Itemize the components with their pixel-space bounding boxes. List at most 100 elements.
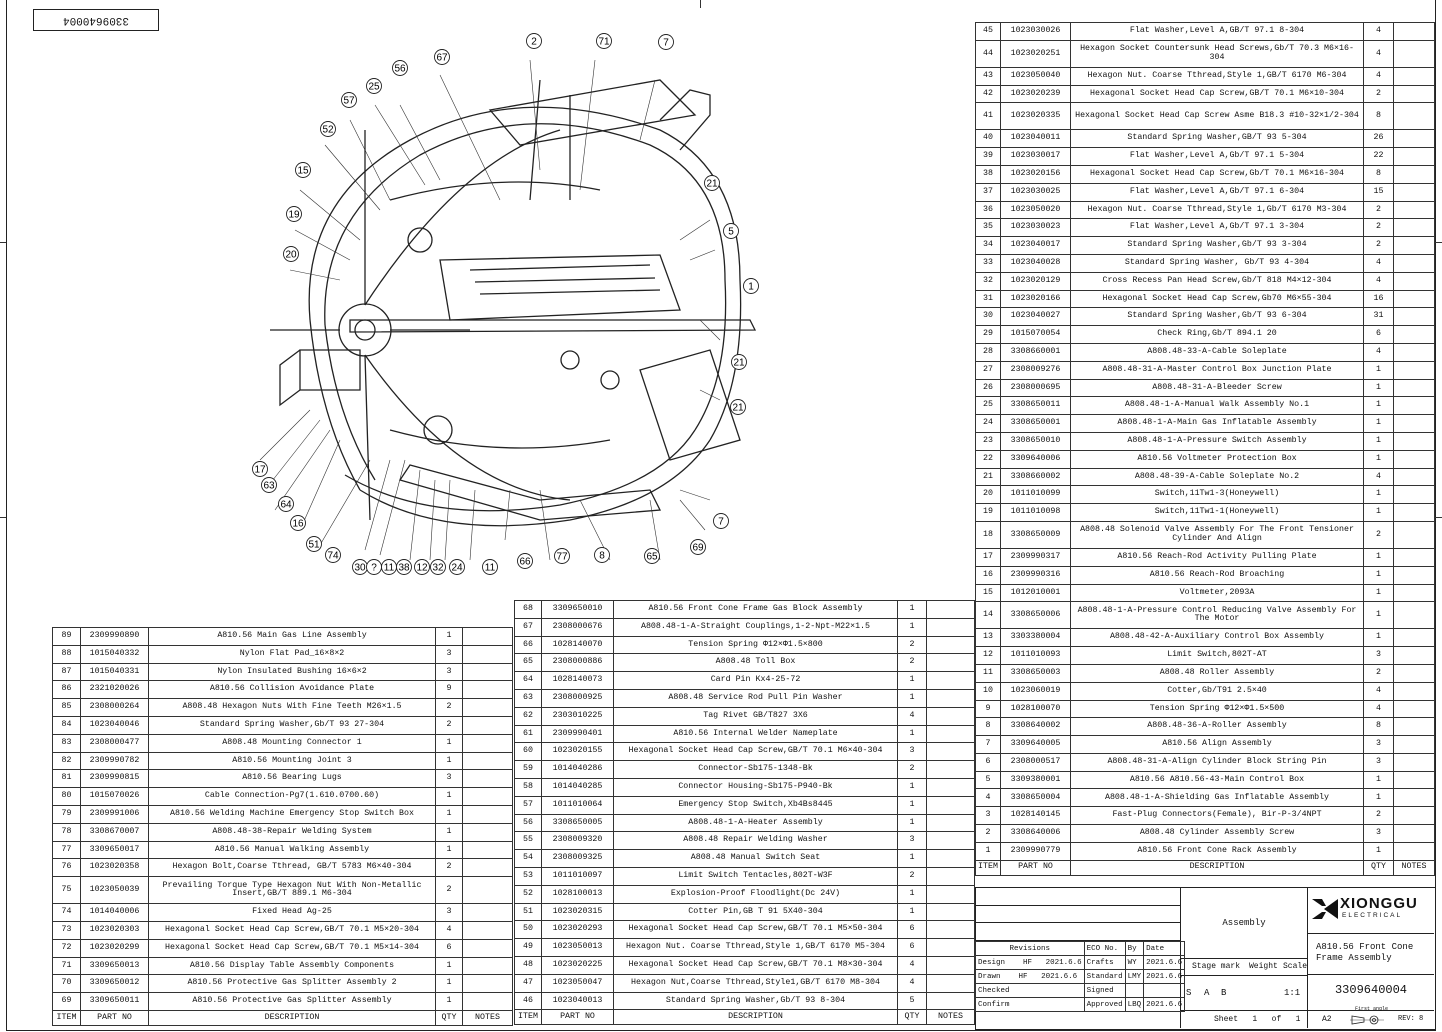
bom-item-number: 16 bbox=[975, 565, 1001, 585]
bom-description: Standard Spring Washer,Gb/T 93 6-304 bbox=[1070, 307, 1364, 327]
bom-item-number: 46 bbox=[514, 991, 542, 1011]
bom-part-number: 3309650012 bbox=[80, 974, 149, 994]
header-part-no: PART NO bbox=[541, 1009, 614, 1026]
bom-item-number: 56 bbox=[514, 813, 542, 833]
bom-item-number: 73 bbox=[52, 920, 81, 940]
bom-notes bbox=[1393, 396, 1435, 416]
sheet-of: of bbox=[1271, 1015, 1282, 1024]
bom-description: Flat Washer,Level A,GB/T 97.1 8-304 bbox=[1070, 22, 1364, 41]
title-block-divider bbox=[1307, 974, 1434, 975]
frame-tick bbox=[1434, 242, 1442, 243]
bom-quantity: 4 bbox=[1363, 253, 1394, 273]
checked-label: Checked bbox=[975, 983, 1085, 998]
bom-description: Standard Spring Washer, Gb/T 93 4-304 bbox=[1070, 253, 1364, 273]
bom-part-number: 1023050040 bbox=[1000, 66, 1071, 86]
crafts-date: 2021.6.6 bbox=[1143, 955, 1186, 970]
bom-notes bbox=[1393, 39, 1435, 68]
bom-item-number: 83 bbox=[52, 733, 81, 753]
bom-part-number: 1023020129 bbox=[1000, 271, 1071, 291]
bom-notes bbox=[1393, 806, 1435, 826]
bom-item-number: 36 bbox=[975, 200, 1001, 220]
approved-by: LBQ bbox=[1124, 997, 1145, 1012]
bom-item-number: 19 bbox=[975, 503, 1001, 522]
header-notes: NOTES bbox=[1393, 859, 1435, 876]
bom-quantity: 1 bbox=[1363, 601, 1394, 630]
bom-notes bbox=[1393, 628, 1435, 648]
bom-quantity: 5 bbox=[897, 991, 927, 1011]
bom-quantity: 2 bbox=[435, 858, 463, 878]
bom-header-row: ITEM PART NO DESCRIPTION QTY NOTES bbox=[514, 1009, 975, 1026]
bom-part-number: 1011010064 bbox=[541, 795, 614, 815]
bom-part-number: 3308660001 bbox=[1000, 342, 1071, 362]
header-qty: QTY bbox=[897, 1009, 927, 1026]
bom-description: A808.48-31-A-Master Control Box Junction… bbox=[1070, 360, 1364, 380]
callout-number: 63 bbox=[263, 481, 275, 492]
bom-notes bbox=[1393, 253, 1435, 273]
bom-item-number: 59 bbox=[514, 760, 542, 779]
bom-notes bbox=[926, 760, 975, 779]
bom-notes bbox=[1393, 307, 1435, 327]
bom-item-number: 52 bbox=[514, 884, 542, 904]
bom-quantity: 1 bbox=[435, 804, 463, 824]
callout-number: 19 bbox=[288, 210, 300, 221]
bom-part-number: 1014040286 bbox=[541, 760, 614, 779]
callout-balloon: 2 bbox=[526, 33, 542, 49]
bom-notes bbox=[462, 715, 513, 735]
bom-part-number: 1028140145 bbox=[1000, 806, 1071, 826]
bom-notes bbox=[1393, 414, 1435, 433]
bom-item-number: 40 bbox=[975, 129, 1001, 149]
title-block-divider bbox=[975, 905, 1181, 906]
bom-quantity: 1 bbox=[897, 902, 927, 922]
bom-part-number: 1028140070 bbox=[541, 635, 614, 655]
bom-description: Cable Connection-Pg7(1.610.0700.60) bbox=[148, 787, 436, 806]
bom-description: Hexagonal Socket Head Cap Screw,GB/T 70.… bbox=[148, 938, 436, 958]
bom-quantity: 2 bbox=[435, 876, 463, 905]
logo-wordmark: XIONGGU bbox=[1340, 895, 1418, 912]
bom-description: A810.56 Reach-Rod Broaching bbox=[1070, 565, 1364, 585]
bom-part-number: 1023020239 bbox=[1000, 84, 1071, 104]
bom-notes bbox=[1393, 218, 1435, 238]
bom-notes bbox=[1393, 342, 1435, 362]
bom-part-number: 1012010001 bbox=[1000, 583, 1071, 603]
callout-number: 8 bbox=[599, 551, 605, 562]
bom-item-number: 49 bbox=[514, 938, 542, 957]
bom-part-number: 1023040028 bbox=[1000, 253, 1071, 273]
design-date: 2021.6.6 bbox=[1045, 958, 1082, 967]
bom-description: A808.48-1-A-Pressure Switch Assembly bbox=[1070, 431, 1364, 451]
bom-notes bbox=[462, 822, 513, 842]
bom-part-number: 3308650003 bbox=[1000, 663, 1071, 683]
bom-quantity: 3 bbox=[1363, 752, 1394, 772]
bom-quantity: 1 bbox=[435, 751, 463, 771]
callout-balloon: 21 bbox=[730, 399, 746, 415]
bom-notes bbox=[462, 751, 513, 771]
bom-quantity: 3 bbox=[435, 644, 463, 664]
bom-quantity: 4 bbox=[1363, 699, 1394, 719]
callout-balloon: 21 bbox=[731, 354, 747, 370]
bom-description: Hexagonal Socket Head Cap Screw,GB/T 70.… bbox=[613, 955, 898, 975]
bom-quantity: 6 bbox=[897, 920, 927, 940]
bom-notes bbox=[1393, 129, 1435, 149]
bom-quantity: 1 bbox=[1363, 431, 1394, 451]
callout-number: 65 bbox=[646, 552, 658, 563]
bom-notes bbox=[462, 956, 513, 976]
callout-number: 12 bbox=[416, 563, 428, 574]
stage-a: A bbox=[1204, 988, 1210, 998]
bom-item-number: 18 bbox=[975, 520, 1001, 549]
bom-notes bbox=[926, 688, 975, 708]
